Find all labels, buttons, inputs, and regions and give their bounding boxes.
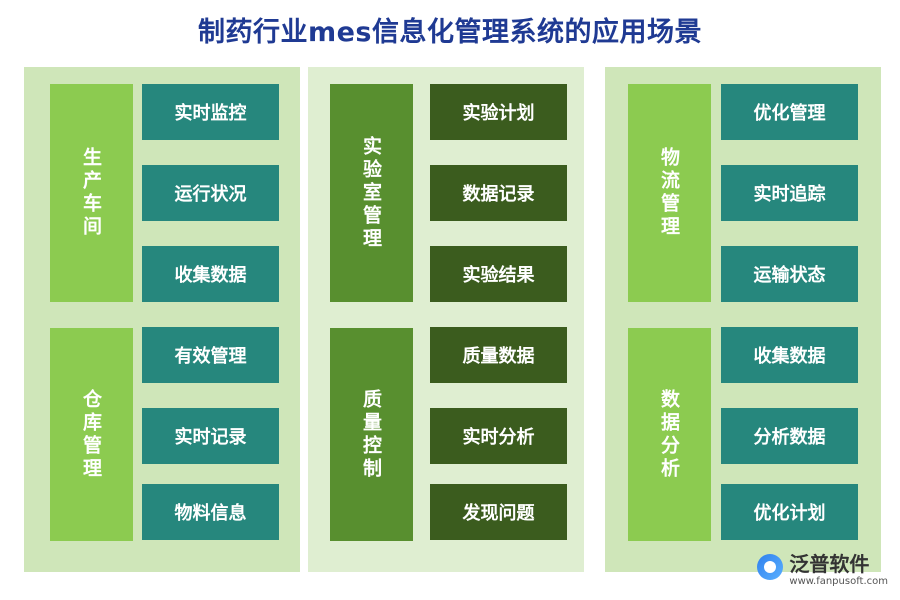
item-realtime-records: 实时记录 (142, 408, 279, 464)
item-experiment-plan: 实验计划 (430, 84, 567, 140)
item-analyze-data: 分析数据 (721, 408, 858, 464)
item-realtime-monitoring: 实时监控 (142, 84, 279, 140)
logo-url: www.fanpusoft.com (789, 576, 888, 587)
logo-name: 泛普软件 (789, 552, 870, 576)
item-optimize-management: 优化管理 (721, 84, 858, 140)
item-realtime-analysis: 实时分析 (430, 408, 567, 464)
item-material-info: 物料信息 (142, 484, 279, 540)
category-logistics-management: 物流管理 (628, 84, 711, 302)
category-quality-control: 质量控制 (330, 328, 413, 541)
item-realtime-tracking: 实时追踪 (721, 165, 858, 221)
item-operating-status: 运行状况 (142, 165, 279, 221)
item-optimize-plan: 优化计划 (721, 484, 858, 540)
item-collect-data-2: 收集数据 (721, 327, 858, 383)
item-effective-management: 有效管理 (142, 327, 279, 383)
category-warehouse-management: 仓库管理 (50, 328, 133, 541)
item-collect-data: 收集数据 (142, 246, 279, 302)
fanpu-logo-icon (757, 554, 784, 580)
item-find-problems: 发现问题 (430, 484, 567, 540)
category-data-analysis: 数据分析 (628, 328, 711, 541)
item-data-recording: 数据记录 (430, 165, 567, 221)
item-transport-status: 运输状态 (721, 246, 858, 302)
item-experiment-results: 实验结果 (430, 246, 567, 302)
category-lab-management: 实验室管理 (330, 84, 413, 302)
category-production-workshop: 生产车间 (50, 84, 133, 302)
panel-logistics-analytics: 物流管理 优化管理 实时追踪 运输状态 数据分析 收集数据 分析数据 优化计划 (605, 67, 881, 572)
item-quality-data: 质量数据 (430, 327, 567, 383)
panel-lab-quality: 实验室管理 实验计划 数据记录 实验结果 质量控制 质量数据 实时分析 发现问题 (308, 67, 584, 572)
panel-production-warehouse: 生产车间 实时监控 运行状况 收集数据 仓库管理 有效管理 实时记录 物料信息 (24, 67, 300, 572)
page-title: 制药行业mes信息化管理系统的应用场景 (197, 17, 703, 48)
brand-logo: 泛普软件 www.fanpusoft.com (757, 552, 888, 588)
